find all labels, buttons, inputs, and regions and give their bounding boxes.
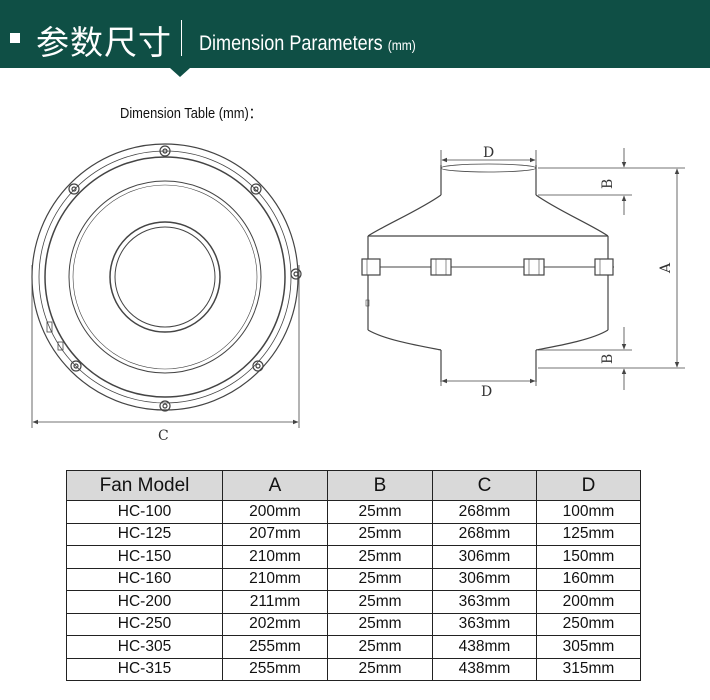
cell-b: 25mm [327,657,433,681]
header-b: B [327,470,433,501]
cell-a: 202mm [222,612,328,636]
table-row: HC-125 207mm 25mm 268mm 125mm [66,522,641,546]
table-row: HC-250 202mm 25mm 363mm 250mm [66,612,641,636]
table-row: HC-315 255mm 25mm 438mm 315mm [66,657,641,681]
table-row: HC-200 211mm 25mm 363mm 200mm [66,590,641,614]
header-d: D [536,470,641,501]
cell-model: HC-305 [66,635,223,659]
table-row: HC-160 210mm 25mm 306mm 160mm [66,567,641,591]
cell-c: 306mm [432,567,537,591]
cell-d: 125mm [536,522,641,546]
header-title-en: Dimension Parameters (mm) [199,32,416,56]
cell-a: 210mm [222,567,328,591]
cell-b: 25mm [327,522,433,546]
header-divider [181,20,182,56]
cell-a: 210mm [222,545,328,569]
header-c: C [432,470,537,501]
cell-d: 100mm [536,500,641,524]
cell-model: HC-160 [66,567,223,591]
cell-a: 255mm [222,657,328,681]
dim-label-a: A [658,262,674,274]
cell-c: 363mm [432,612,537,636]
cell-a: 211mm [222,590,328,614]
cell-c: 268mm [432,500,537,524]
cell-d: 160mm [536,567,641,591]
cell-model: HC-150 [66,545,223,569]
table-row: HC-100 200mm 25mm 268mm 100mm [66,500,641,524]
table-row: HC-150 210mm 25mm 306mm 150mm [66,545,641,569]
front-view-drawing [31,143,302,428]
cell-c: 438mm [432,657,537,681]
cell-b: 25mm [327,590,433,614]
cell-d: 200mm [536,590,641,614]
cell-c: 268mm [432,522,537,546]
cell-d: 305mm [536,635,641,659]
header-title-unit: (mm) [387,37,416,53]
dim-label-b-top: B [600,179,616,189]
cell-model: HC-315 [66,657,223,681]
header-title-cn: 参数尺寸 [36,23,172,62]
dim-label-c: C [158,428,169,444]
table-row: HC-305 255mm 25mm 438mm 305mm [66,635,641,659]
cell-a: 200mm [222,500,328,524]
header-banner [0,0,710,77]
cell-b: 25mm [327,612,433,636]
cell-d: 315mm [536,657,641,681]
bullet-square-icon [10,33,20,43]
dimension-table-label: Dimension Table (mm)： [120,105,262,122]
header-fan-model: Fan Model [66,470,223,501]
cell-b: 25mm [327,567,433,591]
table-header-row: Fan Model A B C D [66,470,641,501]
cell-c: 438mm [432,635,537,659]
cell-model: HC-100 [66,500,223,524]
cell-b: 25mm [327,500,433,524]
cell-model: HC-125 [66,522,223,546]
cell-c: 306mm [432,545,537,569]
cell-b: 25mm [327,545,433,569]
cell-model: HC-200 [66,590,223,614]
header-a: A [222,470,328,501]
side-view-drawing [361,148,685,390]
cell-b: 25mm [327,635,433,659]
dim-label-d-bottom: D [481,384,492,400]
dimension-table: Fan Model A B C D HC-100 200mm 25mm 268m… [66,470,641,681]
cell-d: 250mm [536,612,641,636]
cell-c: 363mm [432,590,537,614]
cell-model: HC-250 [66,612,223,636]
cell-a: 255mm [222,635,328,659]
technical-drawings: C [31,143,685,444]
dim-label-d-top: D [483,145,494,161]
dim-label-b-bottom: B [600,354,616,364]
cell-d: 150mm [536,545,641,569]
cell-a: 207mm [222,522,328,546]
section-header: 参数尺寸 Dimension Parameters (mm) [0,0,710,78]
header-title-en-text: Dimension Parameters [199,32,383,55]
